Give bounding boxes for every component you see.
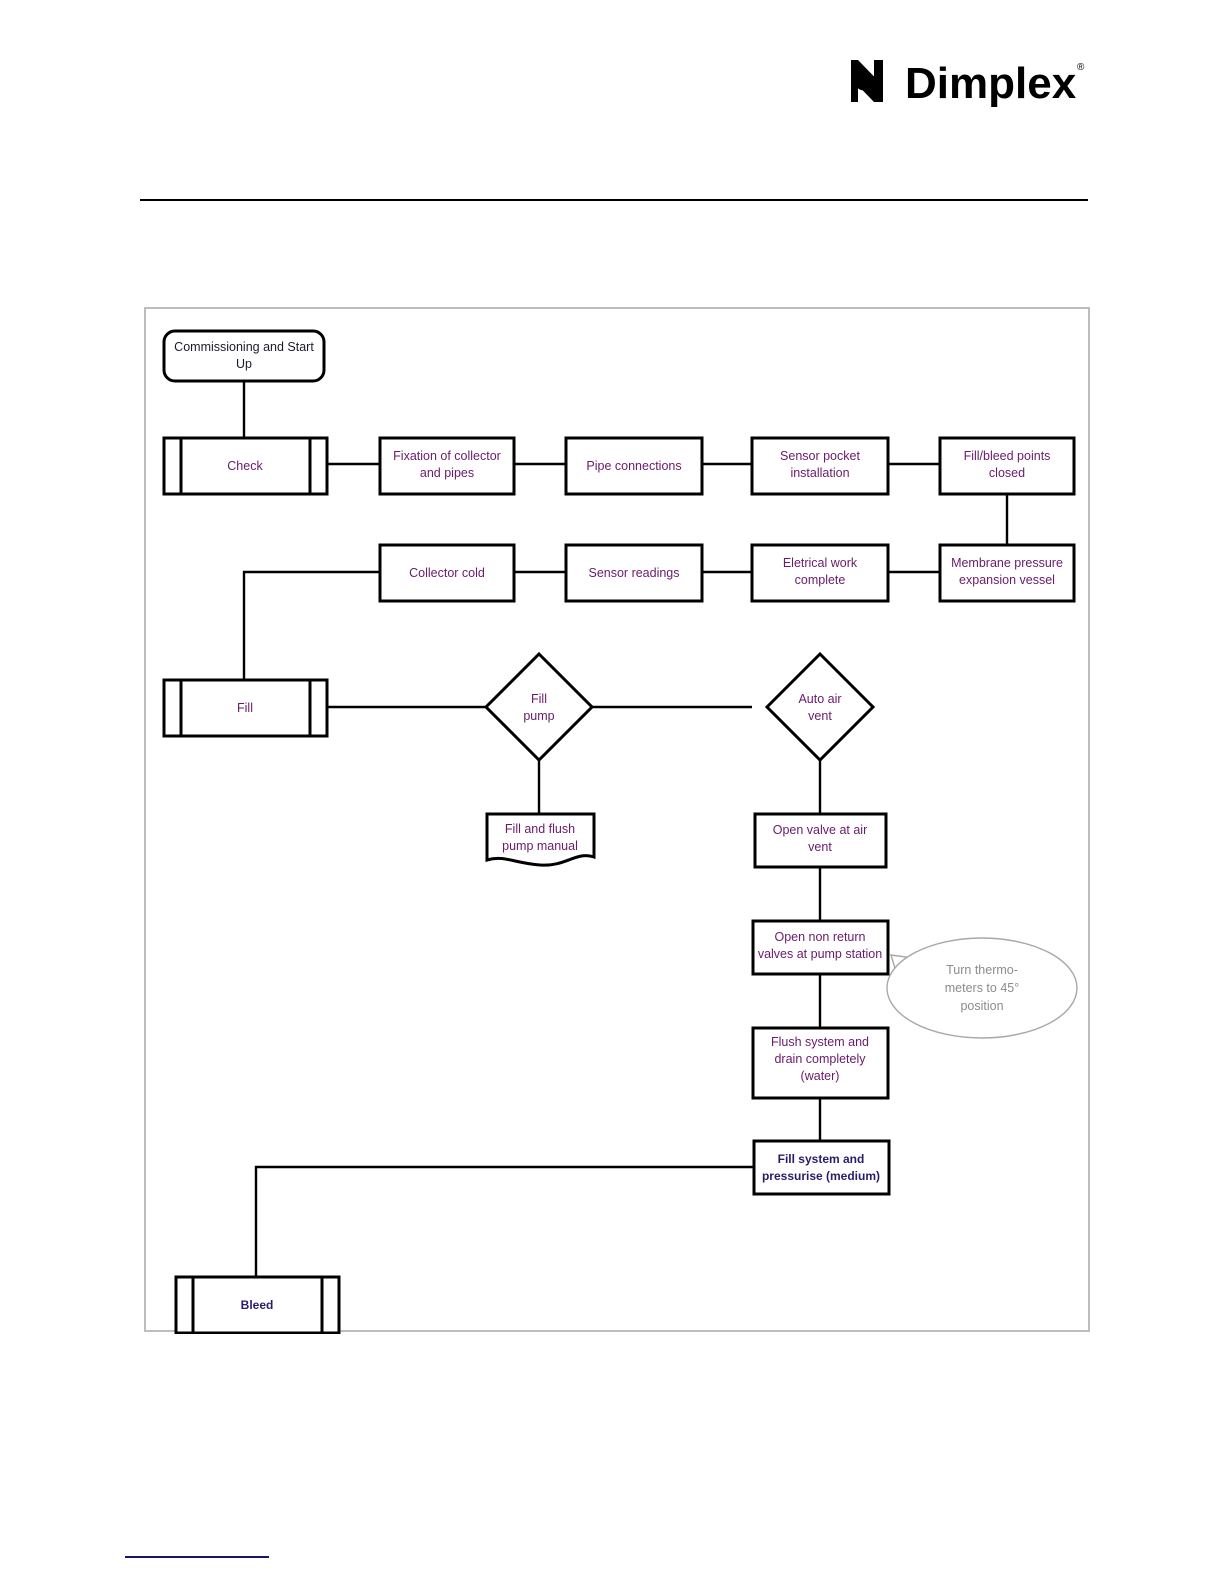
node-electrical-work-complete[interactable]: Eletrical work complete — [750, 543, 890, 603]
callout-label-line3: position — [960, 999, 1003, 1013]
node-label-line1: Flush system and — [771, 1035, 869, 1049]
node-label-line2: installation — [790, 466, 849, 480]
process-shape — [378, 543, 516, 603]
process-shape — [752, 1139, 891, 1196]
callout-label-line2: meters to 45° — [945, 981, 1019, 995]
node-fill-bleed-points-closed[interactable]: Fill/bleed points closed — [938, 436, 1076, 496]
predefined-process-shape — [174, 1275, 341, 1334]
process-shape — [938, 543, 1076, 603]
decision-shape — [764, 651, 876, 763]
header-divider — [140, 199, 1088, 201]
process-shape — [564, 543, 704, 603]
node-sensor-readings[interactable]: Sensor readings — [564, 543, 704, 603]
node-sensor-pocket-installation[interactable]: Sensor pocket installation — [750, 436, 890, 496]
node-label-line1: Collector cold — [409, 566, 485, 580]
process-shape — [564, 436, 704, 496]
node-label-line1: Eletrical work — [783, 556, 858, 570]
node-label-line1: Open valve at air — [773, 823, 868, 837]
node-fixation-of-collector[interactable]: Fixation of collector and pipes — [378, 436, 516, 496]
node-label-line2: complete — [795, 573, 846, 587]
node-fill[interactable]: Fill — [162, 678, 329, 738]
node-membrane-pressure-expansion-vessel[interactable]: Membrane pressure expansion vessel — [938, 543, 1076, 603]
process-shape — [750, 436, 890, 496]
node-label-line2: vent — [808, 709, 832, 723]
node-label-line2: Up — [236, 357, 252, 371]
flowchart-frame: Commissioning and Start Up Check Fixatio… — [144, 307, 1090, 1334]
predefined-process-shape — [162, 678, 329, 738]
node-fill-and-flush-pump-manual[interactable]: Fill and flush pump manual — [485, 812, 596, 867]
terminator-shape — [162, 329, 326, 383]
node-collector-cold[interactable]: Collector cold — [378, 543, 516, 603]
node-label-line1: Sensor pocket — [780, 449, 860, 463]
node-label-line1: Open non return — [774, 930, 865, 944]
node-label-line2: valves at pump station — [758, 947, 882, 961]
node-fill-system-and-pressurise[interactable]: Fill system and pressurise (medium) — [752, 1139, 891, 1196]
node-label-line1: Sensor readings — [588, 566, 679, 580]
node-label-line1: Fill system and — [778, 1152, 865, 1166]
node-bleed[interactable]: Bleed — [174, 1275, 341, 1334]
node-check[interactable]: Check — [162, 436, 329, 496]
process-shape — [378, 436, 516, 496]
node-fill-pump[interactable]: Fill pump — [483, 651, 595, 763]
node-label-line3: (water) — [801, 1069, 840, 1083]
logo-trademark: ® — [1077, 62, 1085, 73]
process-shape — [938, 436, 1076, 496]
logo-wordmark: Dimplex — [905, 59, 1077, 108]
process-shape — [751, 919, 890, 976]
node-label-line1: Fill and flush — [505, 822, 575, 836]
node-open-valve-at-air-vent[interactable]: Open valve at air vent — [753, 812, 888, 869]
connector-group — [242, 381, 1009, 1277]
node-label-line1: Fixation of collector — [393, 449, 501, 463]
node-label-check: Check — [227, 459, 263, 473]
decision-shape — [483, 651, 595, 763]
callout-ellipse — [886, 937, 1078, 1039]
node-label-line1: Pipe connections — [586, 459, 681, 473]
callout-turn-thermometers[interactable]: Turn thermo- meters to 45° position — [886, 937, 1078, 1039]
node-label-line1: Membrane pressure — [951, 556, 1063, 570]
node-label-line1: Fill/bleed points — [964, 449, 1051, 463]
node-auto-air-vent[interactable]: Auto air vent — [764, 651, 876, 763]
process-shape — [750, 543, 890, 603]
flowchart-canvas: Commissioning and Start Up Check Fixatio… — [162, 329, 1078, 1334]
node-open-non-return-valves[interactable]: Open non return valves at pump station — [751, 919, 890, 976]
node-label-line1: Commissioning and Start — [174, 340, 314, 354]
node-flush-system-and-drain[interactable]: Flush system and drain completely (water… — [751, 1026, 890, 1100]
node-label-fill: Fill — [237, 701, 253, 715]
document-shape — [485, 812, 596, 867]
process-shape — [751, 1026, 890, 1100]
node-label-line2: closed — [989, 466, 1025, 480]
callout-label-line1: Turn thermo- — [946, 963, 1018, 977]
node-label-line2: vent — [808, 840, 832, 854]
footer-divider — [125, 1556, 269, 1558]
node-label-line1: Auto air — [798, 692, 841, 706]
node-label-bleed: Bleed — [241, 1298, 274, 1312]
node-pipe-connections[interactable]: Pipe connections — [564, 436, 704, 496]
dimplex-logo: Dimplex ® — [845, 52, 1085, 110]
node-label-line2: expansion vessel — [959, 573, 1055, 587]
node-label-line2: pump manual — [502, 839, 578, 853]
predefined-process-shape — [162, 436, 329, 496]
node-label-line2: and pipes — [420, 466, 474, 480]
node-label-line1: Fill — [531, 692, 547, 706]
node-label-line2: drain completely — [774, 1052, 866, 1066]
node-commissioning-start[interactable]: Commissioning and Start Up — [162, 329, 326, 383]
node-label-line2: pump — [523, 709, 554, 723]
node-label-line2: pressurise (medium) — [762, 1169, 880, 1183]
process-shape — [753, 812, 888, 869]
